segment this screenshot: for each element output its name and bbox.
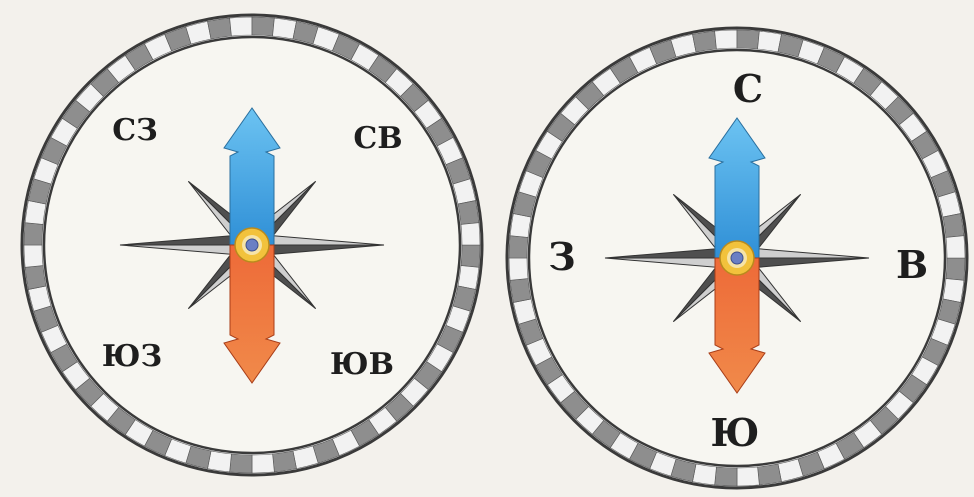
ring-segment <box>715 467 737 486</box>
ring-segment <box>737 30 759 49</box>
ring-segment <box>252 454 274 473</box>
compass-left: СЗ СВ ЮЗ ЮВ <box>22 15 482 475</box>
ring-segment <box>693 31 717 52</box>
label-west: З <box>548 234 575 279</box>
label-southwest: ЮЗ <box>102 339 162 374</box>
ring-segment <box>208 451 232 472</box>
ring-segment <box>458 266 479 290</box>
label-east: В <box>896 242 928 287</box>
ring-segment <box>458 201 479 225</box>
ring-segment <box>252 17 274 36</box>
ring-segment <box>693 464 717 485</box>
ring-segment <box>24 245 43 267</box>
ring-segment <box>509 258 528 280</box>
ring-segment <box>946 258 965 280</box>
ring-segment <box>510 279 531 303</box>
ring-segment <box>24 223 43 245</box>
compass-right: С З В Ю <box>507 28 967 488</box>
ring-segment <box>273 18 297 39</box>
ring-segment <box>737 467 759 486</box>
label-south: Ю <box>711 410 760 455</box>
ring-segment <box>461 245 480 267</box>
label-north: С <box>733 66 763 111</box>
ring-segment <box>25 266 46 290</box>
ring-segment <box>758 31 782 52</box>
label-northeast: СВ <box>353 121 402 156</box>
ring-segment <box>230 17 252 36</box>
ring-segment <box>273 451 297 472</box>
ring-segment <box>943 214 964 238</box>
ring-segment <box>946 236 965 258</box>
ring-segment <box>25 201 46 225</box>
needle-pivot <box>246 239 258 251</box>
ring-segment <box>510 214 531 238</box>
ring-segment <box>943 279 964 303</box>
magnetic-needle-icon <box>709 118 765 393</box>
needle-pivot <box>731 252 743 264</box>
label-southeast: ЮВ <box>330 347 394 382</box>
ring-segment <box>758 464 782 485</box>
ring-segment <box>509 236 528 258</box>
magnetic-needle-icon <box>224 108 280 383</box>
ring-segment <box>230 454 252 473</box>
ring-segment <box>461 223 480 245</box>
label-northwest: СЗ <box>112 113 158 148</box>
ring-segment <box>715 30 737 49</box>
ring-segment <box>208 18 232 39</box>
